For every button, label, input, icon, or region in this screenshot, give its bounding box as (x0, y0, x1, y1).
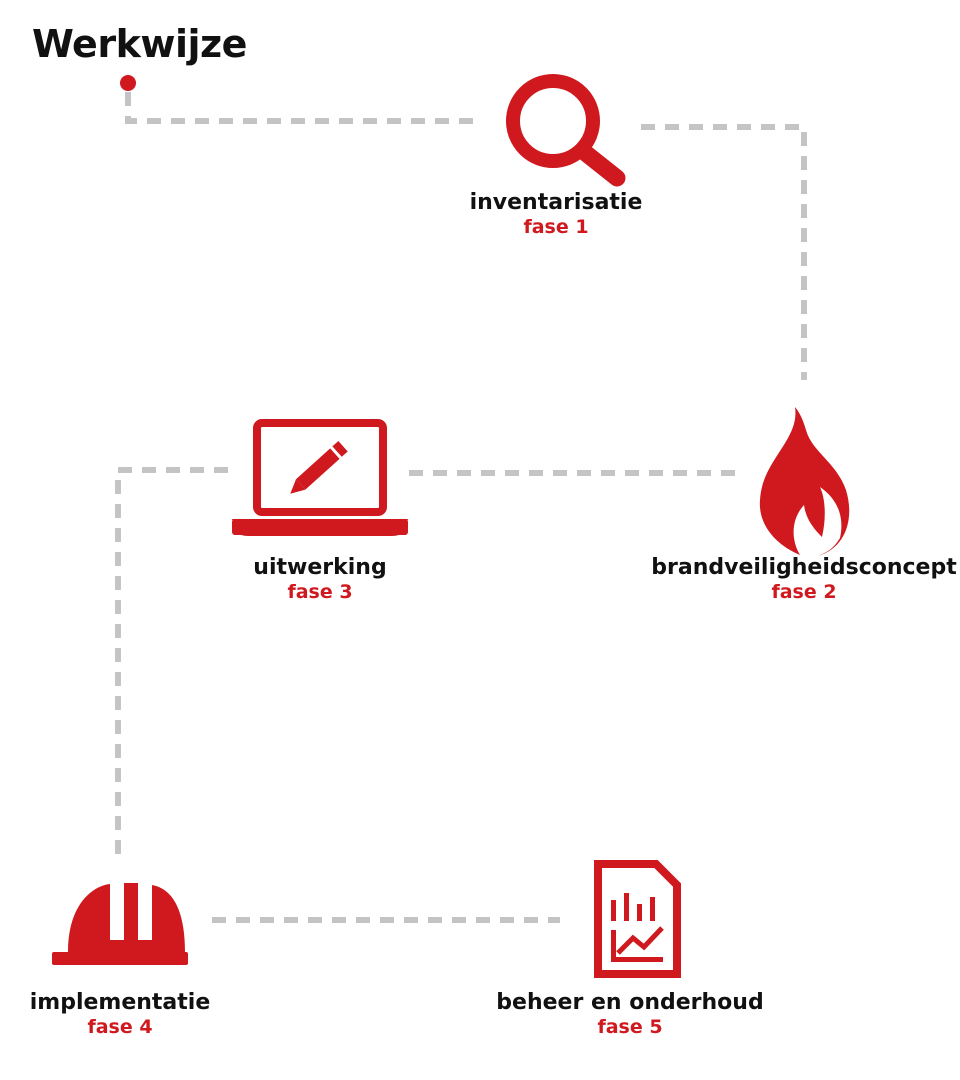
hard-hat-icon (52, 883, 188, 965)
phase-number: fase 1 (523, 216, 589, 238)
start-dot (120, 75, 136, 91)
phase-number: fase 2 (771, 581, 837, 603)
phase-name: implementatie (29, 990, 211, 1015)
phase-number: fase 4 (87, 1016, 153, 1038)
phase-fase-1: inventarisatie fase 1 (470, 190, 643, 238)
connector-fase-1-to-fase-2 (641, 124, 807, 380)
page-title: Werkwijze (32, 22, 247, 66)
phase-name: inventarisatie (469, 190, 643, 215)
connector-start-to-fase-1 (125, 92, 478, 124)
report-chart-icon (594, 860, 681, 978)
phase-fase-2: brandveiligheidsconcept fase 2 (651, 555, 957, 603)
flame-icon (759, 407, 850, 556)
phase-number: fase 5 (597, 1016, 663, 1038)
laptop-pencil-icon (232, 419, 408, 536)
phase-fase-3: uitwerking fase 3 (253, 555, 386, 603)
magnifier-icon (506, 74, 626, 187)
phase-fase-4: implementatie fase 4 (30, 990, 211, 1038)
phase-number: fase 3 (287, 581, 353, 603)
phase-name: uitwerking (253, 555, 387, 580)
phase-fase-5: beheer en onderhoud fase 5 (496, 990, 763, 1038)
connector-fase-3-to-fase-4 (115, 467, 228, 855)
phase-name: brandveiligheidsconcept (651, 555, 957, 580)
phase-name: beheer en onderhoud (496, 990, 764, 1015)
